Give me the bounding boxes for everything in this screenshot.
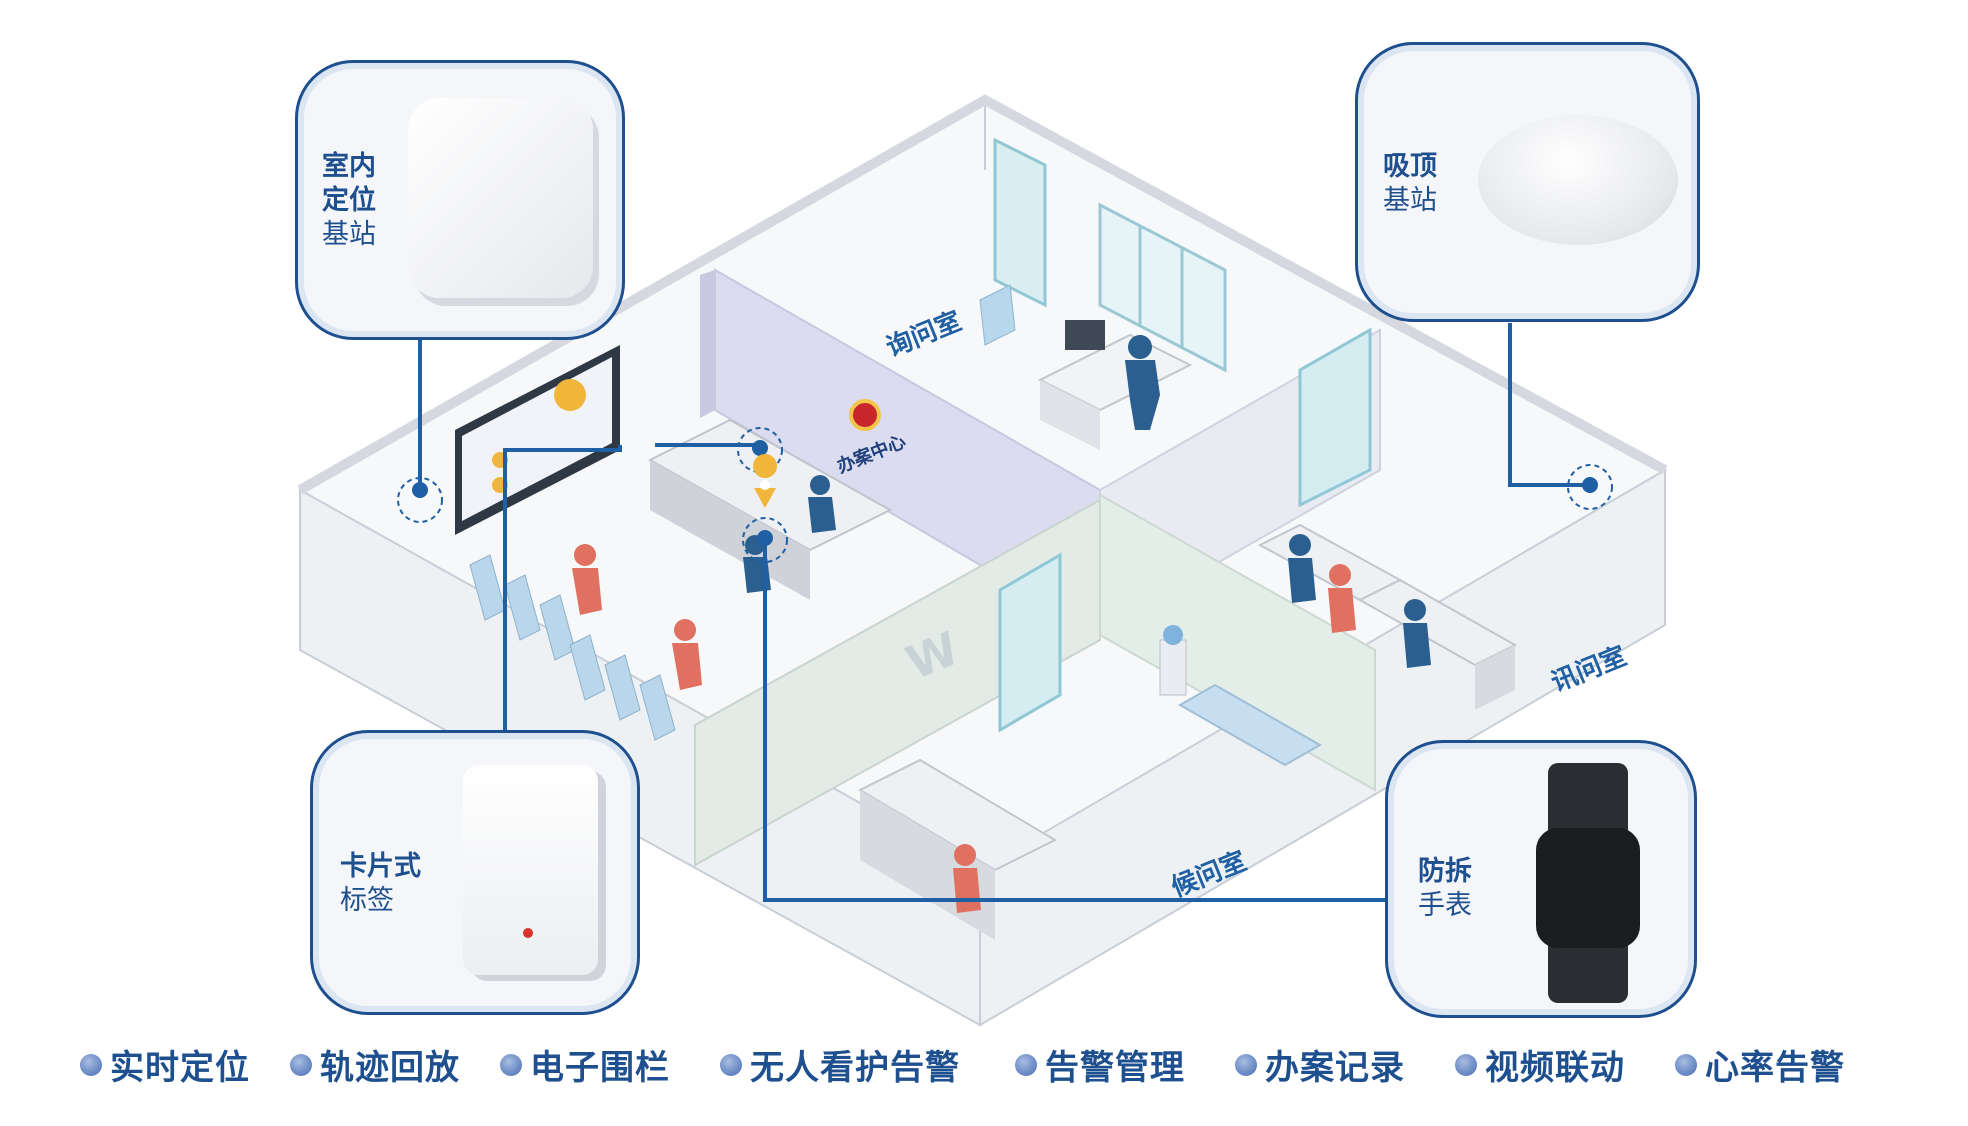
reception-staff: [808, 475, 836, 533]
bench-waiting: [1177, 683, 1323, 767]
center-wall-left-front: [700, 270, 715, 418]
feature-item: 实时定位: [80, 1040, 250, 1089]
label-indoor-station: 室内 定位 基站: [322, 151, 376, 250]
lobby-person-2: [672, 619, 702, 690]
interrogation-person-blue-1: [1288, 534, 1316, 603]
card-indoor-station: [295, 60, 625, 340]
card-tag-device: [463, 765, 598, 975]
police-emblem: [849, 399, 881, 431]
feature-bar: 实时定位 轨迹回放 电子围栏 无人看护告警 告警管理 办案记录 视频联动 心率告…: [70, 1040, 1910, 1090]
feature-item: 无人看护告警: [720, 1040, 960, 1089]
lobby-person-1: [572, 544, 602, 615]
bullet-icon: [80, 1053, 102, 1076]
feature-item: 电子围栏: [500, 1040, 670, 1089]
back-wall-edge: [297, 94, 1668, 495]
indoor-station-device: [408, 98, 593, 298]
monitor-inquiry: [1065, 320, 1105, 350]
window-inquiry: [1098, 202, 1227, 373]
door-inquiry: [1298, 327, 1372, 508]
person-inquiry: [1125, 335, 1160, 430]
door-waiting: [998, 552, 1062, 733]
marker-indoor-station: [397, 477, 443, 523]
feature-item: 视频联动: [1455, 1040, 1625, 1089]
marker-card-person: [742, 517, 788, 563]
bullet-icon: [290, 1053, 312, 1076]
feature-item: 办案记录: [1235, 1040, 1405, 1089]
chair-inquiry: [979, 284, 1016, 346]
bullet-icon: [1455, 1053, 1477, 1076]
ceiling-station-device: [1478, 115, 1678, 245]
water-dispenser: [1159, 639, 1187, 696]
label-watch: 防拆 手表: [1418, 856, 1472, 921]
card-card-tag: [310, 730, 640, 1015]
watch-face: [1536, 828, 1640, 948]
label-ceiling-station: 吸顶 基站: [1383, 151, 1437, 216]
bullet-icon: [1235, 1053, 1257, 1076]
marker-reception: [737, 427, 783, 473]
card-tag-led: [523, 928, 533, 938]
feature-item: 告警管理: [1015, 1040, 1185, 1089]
label-card-tag: 卡片式 标签: [340, 851, 421, 916]
desk-inquiry-front: [1040, 380, 1100, 450]
feature-item: 轨迹回放: [290, 1040, 460, 1089]
feature-item: 心率告警: [1675, 1040, 1845, 1089]
card-ceiling-station: [1355, 42, 1700, 322]
card-watch: [1385, 740, 1697, 1018]
connector-lines: [418, 323, 1590, 902]
marker-ceiling-station: [1567, 464, 1613, 510]
bullet-icon: [1015, 1053, 1037, 1076]
cabinet-inquiry: [993, 137, 1047, 308]
location-pin-icon: [753, 454, 778, 508]
bullet-icon: [500, 1053, 522, 1076]
interrogation-person-red: [1328, 564, 1356, 633]
bullet-icon: [1675, 1053, 1697, 1076]
bullet-icon: [720, 1053, 742, 1076]
interrogation-person-blue-2: [1403, 599, 1431, 668]
